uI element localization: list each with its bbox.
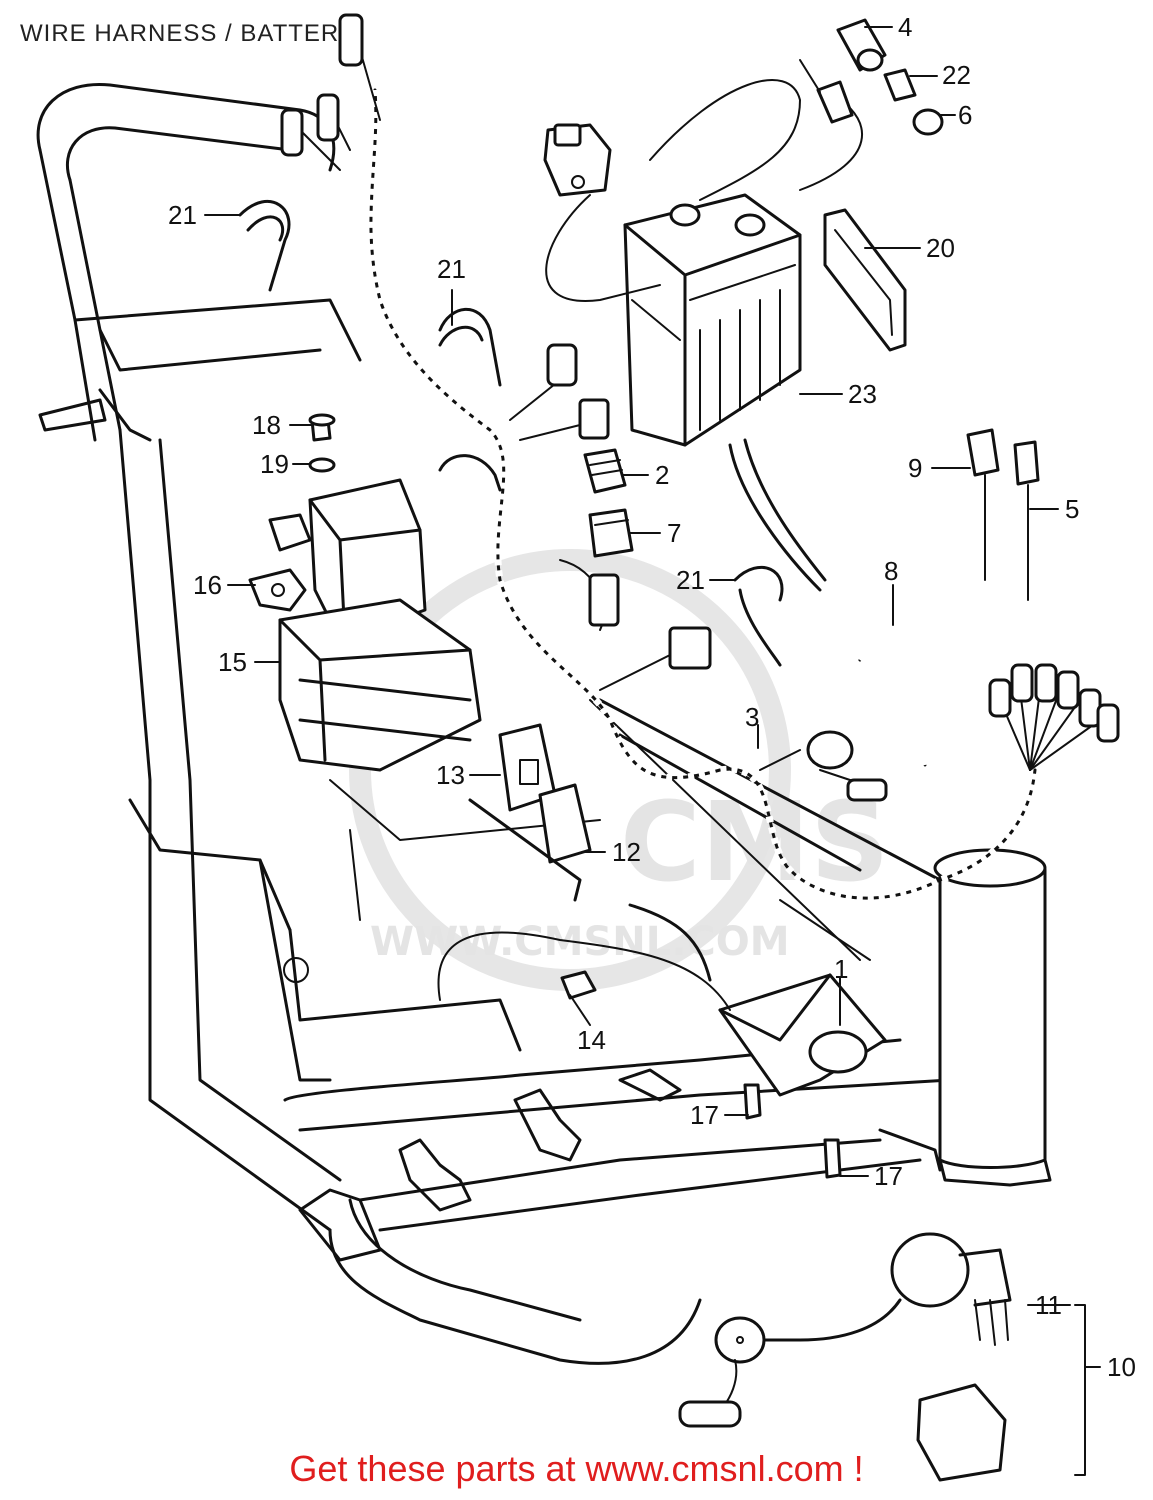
callout-14: 14 [577,1025,606,1055]
callout-leaders [204,26,1101,1368]
callout-7: 7 [667,518,681,548]
callout-3: 3 [745,702,759,732]
callout-9: 9 [908,453,922,483]
starter-relay-connector [543,123,612,197]
callout-1: 1 [834,954,848,984]
callout-19: 19 [260,449,289,479]
watermark-logo: CMS [620,778,889,906]
regulator-and-bracket [248,413,502,772]
callout-21-a: 21 [168,200,197,230]
callout-16: 16 [193,570,222,600]
callout-11: 11 [1035,1290,1062,1320]
callout-5: 5 [1065,494,1079,524]
parts-cta-link[interactable]: Get these parts at www.cmsnl.com ! [289,1448,864,1489]
callout-18: 18 [252,410,281,440]
callout-8: 8 [884,556,898,586]
connectors-2-7 [583,448,634,558]
callout-4: 4 [898,12,912,42]
callout-6: 6 [958,100,972,130]
callout-labels: 4 22 6 20 23 21 21 21 18 19 2 7 9 5 16 1… [168,12,1136,1382]
harness-band [857,631,939,767]
parts-cta-banner: Get these parts at www.cmsnl.com ! [0,1448,1153,1490]
callout-20: 20 [926,233,955,263]
battery [545,79,863,592]
ignition-coil [437,903,887,1179]
callout-17-b: 17 [874,1161,903,1191]
callout-13: 13 [436,760,465,790]
callout-15: 15 [218,647,247,677]
battery-band [823,208,907,352]
callout-17-a: 17 [690,1100,719,1130]
callout-21-c: 21 [676,565,705,595]
main-wire-harness [280,13,1120,902]
callout-21-b: 21 [437,254,466,284]
callout-12: 12 [612,837,641,867]
rectifier-and-relay [468,723,592,902]
diagram-title: WIRE HARNESS / BATTERY [20,20,356,47]
harness-clamps [238,200,784,667]
ignition-switch [678,1232,1086,1482]
callout-23: 23 [848,379,877,409]
callout-22: 22 [942,60,971,90]
callout-10: 10 [1107,1352,1136,1382]
callout-2: 2 [655,460,669,490]
fuse-holder-assembly [799,18,944,136]
terminals-9-5 [966,428,1040,601]
